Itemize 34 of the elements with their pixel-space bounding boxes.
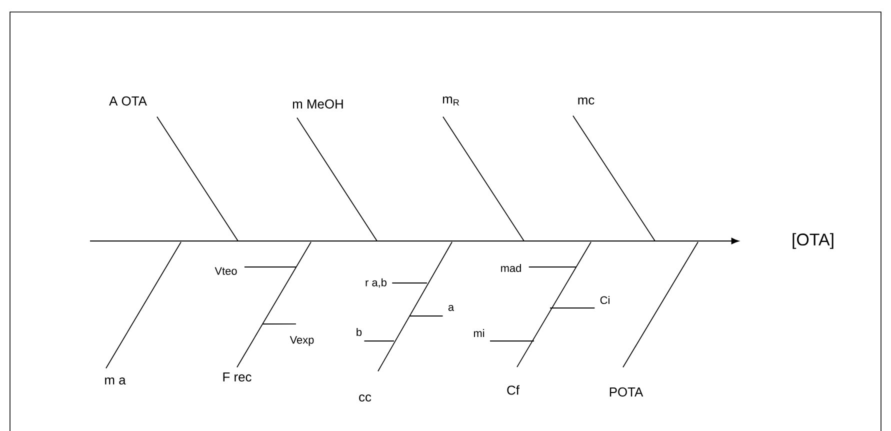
cause-label: A OTA bbox=[109, 96, 147, 106]
cause-bone bbox=[442, 116, 524, 242]
cause-bone bbox=[236, 242, 312, 368]
cause-bone bbox=[622, 242, 698, 368]
sub-cause-bone bbox=[364, 340, 394, 342]
effect-label: [OTA] bbox=[792, 233, 834, 249]
sub-cause-label: mad bbox=[501, 264, 521, 272]
sub-cause-bone bbox=[528, 266, 576, 268]
sub-cause-bone bbox=[244, 266, 296, 268]
cause-label: cc bbox=[359, 394, 372, 402]
sub-cause-bone bbox=[262, 323, 296, 324]
sub-cause-bone bbox=[490, 340, 534, 342]
cause-bone bbox=[572, 115, 656, 242]
sub-cause-label: r a,b bbox=[366, 278, 386, 288]
sub-cause-label: Ci bbox=[600, 296, 610, 304]
sub-cause-label: b bbox=[356, 328, 362, 336]
cause-label: Cf bbox=[507, 385, 520, 395]
sub-cause-label: mi bbox=[474, 329, 484, 337]
cause-bone bbox=[156, 116, 238, 242]
cause-label: m a bbox=[105, 377, 126, 385]
cause-label: mc bbox=[578, 97, 594, 105]
sub-cause-label: a bbox=[448, 305, 454, 311]
cause-bone bbox=[378, 242, 452, 372]
cause-label: m$_{R}$ bbox=[442, 96, 459, 106]
cause-label: POTA bbox=[610, 387, 644, 397]
fishbone-spine bbox=[90, 238, 739, 244]
cause-label: m MeOH bbox=[292, 99, 343, 109]
sub-cause-label: Vteo bbox=[214, 267, 237, 275]
cause-label: F rec bbox=[223, 372, 252, 382]
sub-cause-label: Vexp bbox=[290, 336, 314, 346]
sub-cause-bone bbox=[392, 282, 428, 284]
cause-bone bbox=[516, 242, 592, 368]
cause-bone bbox=[296, 117, 378, 242]
cause-bone bbox=[106, 242, 182, 369]
